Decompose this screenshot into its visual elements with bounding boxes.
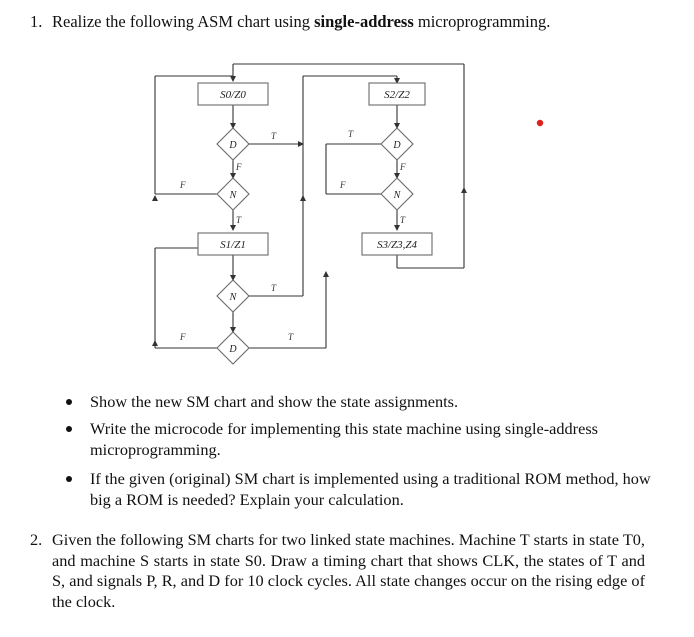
decision-label-n1: N bbox=[229, 190, 238, 201]
branch-label-n1-false: F bbox=[179, 180, 186, 190]
bullet-item: Write the microcode for implementing thi… bbox=[66, 419, 666, 460]
branch-label-d1-true: T bbox=[271, 131, 277, 141]
branch-label-d2-false: F bbox=[399, 162, 406, 172]
state-label-s2: S2/Z2 bbox=[384, 89, 410, 101]
decision-label-d3: D bbox=[228, 344, 237, 355]
state-box-s2 bbox=[368, 82, 426, 106]
branch-label-n3-true: T bbox=[400, 215, 406, 225]
bullet-item: If the given (original) SM chart is impl… bbox=[66, 469, 666, 510]
decision-diamond-n3 bbox=[380, 177, 414, 211]
branch-label-n3-false: F bbox=[339, 180, 346, 190]
branch-label-n1-true: T bbox=[236, 215, 242, 225]
decision-diamond-n1 bbox=[216, 177, 250, 211]
decision-diamond-d1 bbox=[216, 127, 250, 161]
chart-connectors bbox=[152, 63, 467, 349]
state-label-s3: S3/Z3,Z4 bbox=[377, 239, 418, 251]
question-1-number: 1. bbox=[30, 12, 43, 31]
decision-diamond-n2 bbox=[216, 279, 250, 313]
decision-label-n2: N bbox=[229, 292, 238, 303]
decision-label-n3: N bbox=[393, 190, 402, 201]
branch-label-n2-true: T bbox=[271, 283, 277, 293]
bullet-text: If the given (original) SM chart is impl… bbox=[90, 469, 651, 509]
branch-label-d3-false: F bbox=[179, 332, 186, 342]
branch-label-d3-true: T bbox=[288, 332, 294, 342]
decision-label-d1: D bbox=[228, 140, 237, 151]
state-box-s1 bbox=[197, 232, 269, 256]
bullet-text: Show the new SM chart and show the state… bbox=[90, 392, 459, 411]
bullet-item: Show the new SM chart and show the state… bbox=[66, 392, 666, 413]
bullet-text: Write the microcode for implementing thi… bbox=[90, 419, 598, 459]
question-2: 2. Given the following SM charts for two… bbox=[30, 530, 645, 612]
bullet-dot-icon bbox=[66, 476, 72, 482]
red-dot-mark bbox=[536, 119, 544, 127]
state-box-s3 bbox=[361, 232, 433, 256]
decision-diamond-d2 bbox=[380, 127, 414, 161]
branch-label-d2-true: T bbox=[348, 129, 354, 139]
bullet-dot-icon bbox=[66, 399, 72, 405]
bullet-dot-icon bbox=[66, 426, 72, 432]
question-1-text-before: Realize the following ASM chart using bbox=[52, 12, 315, 31]
decision-diamond-d3 bbox=[216, 331, 250, 365]
question-1-heading: 1.Realize the following ASM chart using … bbox=[30, 12, 550, 32]
branch-label-d1-false: F bbox=[235, 162, 242, 172]
question-1-bold-term: single-address bbox=[314, 12, 414, 31]
question-1-text-after: microprogramming. bbox=[413, 12, 551, 31]
question-2-text: Given the following SM charts for two li… bbox=[52, 530, 645, 611]
state-label-s1: S1/Z1 bbox=[220, 239, 246, 251]
question-2-number: 2. bbox=[30, 530, 43, 549]
state-label-s0: S0/Z0 bbox=[220, 89, 246, 101]
decision-label-d2: D bbox=[392, 140, 401, 151]
asm-chart: S0/Z0 S2/Z2 S1/Z1 S3/Z3,Z4 D N N D N D T… bbox=[152, 63, 544, 365]
state-box-s0 bbox=[197, 82, 269, 106]
